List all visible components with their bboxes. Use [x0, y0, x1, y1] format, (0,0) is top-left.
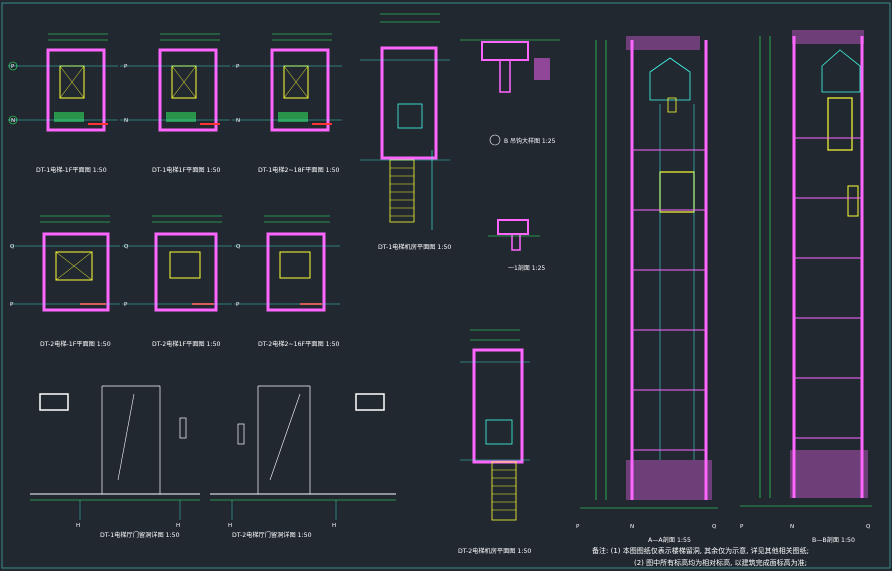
plan-dt1-2-18f-axis-p: P: [236, 64, 240, 70]
section-aa-axis-n: N: [630, 524, 634, 530]
hook-detail: [460, 39, 560, 146]
section-bb-axis-n: N: [790, 524, 794, 530]
door-detail-dt2-title: DT-2电梯厅门留洞详图 1:50: [232, 531, 312, 539]
door-detail-dt1-axis-b: H: [176, 523, 180, 529]
plan-dt1-b1-title: DT-1电梯-1F平面图 1:50: [36, 166, 107, 174]
plan-dt2-2-16f-axis-q: Q: [236, 244, 241, 250]
plan-dt2-2-16f-axis-p: P: [236, 302, 240, 308]
section-bb-axis-q: Q: [866, 524, 871, 530]
door-detail-dt1: [30, 385, 200, 520]
machine-room-dt1: [360, 13, 450, 230]
plan-dt2-1f-title: DT-2电梯1F平面图 1:50: [152, 340, 221, 348]
plan-dt2-b1-axis-q: Q: [10, 244, 15, 250]
door-detail-dt1-axis-a: H: [76, 523, 80, 529]
section-aa-axis-p: P: [576, 524, 580, 530]
plan-dt1-2-18f-title: DT-1电梯2~18F平面图 1:50: [258, 166, 340, 174]
general-note-line-1: 备注: (1) 本图图纸仅表示楼梯留洞, 其余仅为示意, 详见其他相关图纸;: [592, 546, 809, 555]
door-detail-dt1-title: DT-1电梯厅门留洞详图 1:50: [100, 531, 180, 539]
machine-room-dt2-title: DT-2电梯机房平面图 1:50: [458, 547, 531, 555]
general-note-line-2: (2) 图中所有标高均为相对标高, 以建筑完成面标高为准;: [634, 558, 807, 567]
plan-dt2-b1: [10, 215, 120, 312]
plan-dt2-2-16f: [234, 215, 340, 312]
plan-dt1-2-18f: [232, 33, 342, 132]
plan-dt2-1f-axis-p: P: [124, 302, 128, 308]
plan-dt2-b1-title: DT-2电梯-1F平面图 1:50: [40, 340, 111, 348]
door-detail-dt2-axis-a: H: [228, 523, 232, 529]
plan-dt2-1f: [122, 215, 232, 312]
machine-room-dt1-title: DT-1电梯机房平面图 1:50: [378, 243, 451, 251]
section-bb-axis-p: P: [740, 524, 744, 530]
plan-dt1-1f-title: DT-1电梯1F平面图 1:50: [152, 166, 221, 174]
plan-dt2-b1-axis-p: P: [10, 302, 14, 308]
plan-dt1-1f-axis-n: N: [124, 118, 128, 124]
plan-dt1-1f-axis-p: P: [124, 64, 128, 70]
plan-dt1-2-18f-axis-n: N: [236, 118, 240, 124]
plan-dt1-b1-axis-n: N: [11, 118, 15, 124]
plan-dt1-1f: [120, 33, 230, 132]
machine-room-dt2: [460, 329, 530, 521]
plan-dt1-b1: [8, 33, 118, 132]
section-aa: [580, 36, 718, 509]
section-aa-axis-q: Q: [712, 524, 717, 530]
plan-dt1-b1-axis-p: P: [11, 64, 15, 70]
section-1-detail-title: 一1剖面 1:25: [508, 264, 545, 272]
section-bb: [740, 30, 872, 507]
section-aa-title: A—A剖面 1:55: [648, 536, 691, 544]
section-1-detail: [488, 219, 540, 251]
plan-dt2-2-16f-title: DT-2电梯2~16F平面图 1:50: [258, 340, 340, 348]
hook-detail-title: B 吊钩大样图 1:25: [504, 137, 556, 145]
section-bb-title: B—B剖面 1:50: [812, 536, 855, 544]
door-detail-dt2: [210, 385, 396, 520]
plan-dt2-1f-axis-q: Q: [124, 244, 129, 250]
door-detail-dt2-axis-b: H: [332, 523, 336, 529]
